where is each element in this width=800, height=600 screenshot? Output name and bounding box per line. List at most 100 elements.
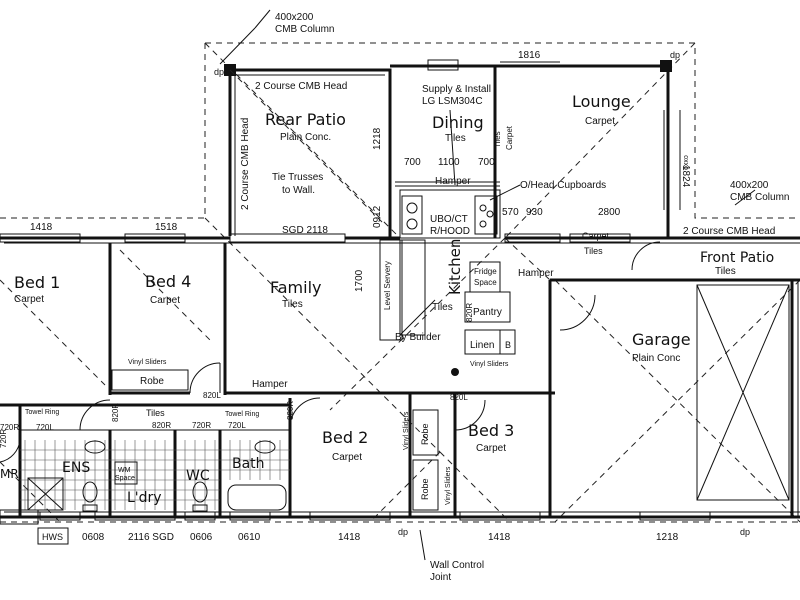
room-bed4: Bed 4	[145, 272, 191, 291]
label-wm-space-2: Space	[115, 475, 135, 482]
dim-1218-dining: 1218	[372, 127, 383, 150]
room-kitchen: Kitchen	[446, 239, 464, 295]
note-cmb-head-front: 2 Course CMB Head	[683, 226, 775, 237]
room-rear-patio-finish: Plain Conc.	[280, 132, 331, 143]
room-bed2-finish: Carpet	[332, 452, 362, 463]
room-bed1: Bed 1	[14, 273, 60, 292]
roof-outline	[0, 42, 800, 523]
label-robe-bed3: Robe	[420, 478, 430, 500]
note-cmb-column-top: 400x200	[275, 12, 314, 23]
room-lounge: Lounge	[572, 92, 631, 111]
room-garage-finish: Plain Conc	[632, 353, 680, 364]
note-by-builder: By Builder	[395, 332, 441, 343]
room-dining-finish: Tiles	[445, 133, 466, 144]
wet-area-hatch	[20, 440, 290, 512]
note-cmb-column-right: 400x200	[730, 180, 769, 191]
dim-820r-bed2: 820R	[286, 401, 295, 420]
room-wc: WC	[186, 468, 210, 484]
robe-frames	[0, 369, 439, 525]
note-dp-bottom: dp	[398, 527, 408, 537]
dining-lounge-walls	[390, 59, 681, 238]
dim-b2116: 2116 SGD	[128, 532, 174, 543]
dim-1518: 1518	[155, 222, 178, 233]
label-fridge-space-2: Space	[474, 278, 497, 287]
room-bed4-finish: Carpet	[150, 295, 180, 306]
label-robe-bed2: Robe	[420, 423, 430, 445]
dim-b1218: 1218	[656, 532, 679, 543]
label-carpet-tiles-2: Tiles	[584, 246, 603, 256]
label-linen-b: B	[505, 340, 511, 350]
label-carpet-dining-side: Carpet	[505, 125, 514, 150]
top-windows	[0, 233, 631, 243]
label-linen: Linen	[470, 340, 494, 351]
room-mr: MR	[0, 467, 19, 481]
rear-patio-frame	[224, 64, 392, 238]
dim-570: 570	[502, 207, 519, 218]
dim-1816: 1816	[518, 50, 541, 61]
label-hamper-garage: Hamper	[518, 268, 554, 279]
label-hamper-kitchen: Hamper	[435, 176, 471, 187]
dim-b0608: 0608	[82, 532, 105, 543]
room-rear-patio: Rear Patio	[265, 110, 346, 129]
leader-lines	[219, 9, 756, 561]
dim-1700: 1700	[354, 269, 365, 292]
label-tiles-hall: Tiles	[146, 408, 165, 418]
dim-b1418b: 1418	[488, 532, 511, 543]
note-supply-install: Supply & Install	[422, 84, 491, 95]
note-tie-trusses: Tie Trusses	[272, 172, 323, 183]
note-cmb-head-side: 2 Course CMB Head	[240, 118, 251, 210]
dim-820r-kitchen: 820R	[465, 303, 474, 322]
note-towel-ring-ens: Towel Ring	[25, 409, 59, 416]
label-fridge-space: Fridge	[474, 267, 497, 276]
dim-820l-bed3: 820L	[450, 393, 468, 402]
room-bath: Bath	[232, 456, 265, 472]
dim-720r-ens: 720R	[0, 423, 19, 432]
garage-fixtures	[696, 280, 799, 517]
door-swings	[0, 241, 661, 463]
room-ens: ENS	[62, 460, 90, 476]
dim-0912: 0912	[372, 205, 383, 228]
note-cmb-head-top: 2 Course CMB Head	[255, 81, 347, 92]
room-front-patio: Front Patio	[700, 250, 774, 266]
dim-1824: 1824	[680, 165, 691, 188]
label-carpet-tiles: Carpet	[582, 231, 610, 241]
note-level-servery: Level Servery	[383, 261, 392, 310]
note-head-cupboards: O/Head Cupboards	[520, 180, 606, 191]
room-laundry: L'dry	[127, 490, 162, 506]
dim-2800: 2800	[598, 207, 621, 218]
note-vinyl-sliders: Vinyl Sliders	[128, 359, 167, 366]
note-wall-control-2: Joint	[430, 572, 451, 583]
label-robe-bed4: Robe	[140, 376, 164, 387]
dim-b0606: 0606	[190, 532, 213, 543]
note-tie-trusses-2: to Wall.	[282, 185, 315, 196]
room-bed3-finish: Carpet	[476, 443, 506, 454]
room-dining: Dining	[432, 113, 484, 132]
main-walls	[0, 236, 800, 519]
label-wm-space: WM	[118, 467, 131, 474]
dim-720r-mr: 720R	[0, 429, 8, 448]
dim-vinyl-bed2: Vinyl Sliders	[403, 411, 410, 450]
dim-700b: 700	[478, 157, 495, 168]
dim-b0610: 0610	[238, 532, 261, 543]
dim-720r-wc: 720R	[192, 421, 211, 430]
dim-1418-top: 1418	[30, 222, 53, 233]
note-hws: HWS	[42, 532, 63, 542]
bottom-windows	[39, 511, 711, 521]
note-wall-control: Wall Control	[430, 560, 484, 571]
note-uboct-2: R/HOOD	[430, 226, 470, 237]
dim-sgd-2118: SGD 2118	[282, 225, 328, 236]
room-bed2: Bed 2	[322, 428, 368, 447]
dim-720l-wc: 720L	[228, 421, 246, 430]
dim-700a: 700	[404, 157, 421, 168]
note-cmb-column-top-2: CMB Column	[275, 24, 334, 35]
room-bed1-finish: Carpet	[14, 294, 44, 305]
note-dp-tr: dp	[670, 50, 680, 60]
note-towel-ring-bath: Towel Ring	[225, 411, 259, 418]
dim-820l-hamper: 820L	[203, 391, 221, 400]
dim-720l-ens: 720L	[36, 423, 54, 432]
dim-vinyl-linen: Vinyl Sliders	[470, 361, 509, 368]
label-tiles-dining-side: Tiles	[493, 131, 502, 148]
dim-820r-ldry: 820R	[152, 421, 171, 430]
kitchen-fixtures	[379, 181, 516, 376]
